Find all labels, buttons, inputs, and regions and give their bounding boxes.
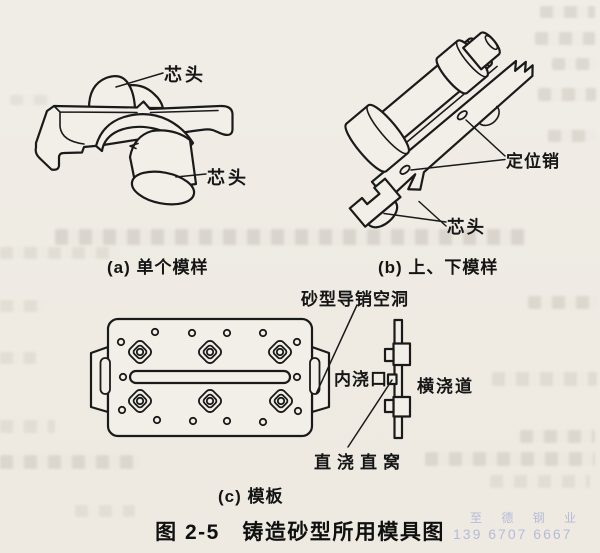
watermark-phone: 139 6707 6667	[453, 526, 573, 542]
caption-panel-c: (c) 模板	[218, 487, 284, 506]
drawing-gating-side-view	[383, 318, 412, 440]
bleed-through-smudge	[10, 95, 50, 105]
bleed-through-smudge	[528, 296, 598, 309]
drawing-upper-lower-patterns	[344, 31, 534, 229]
figure-number: 图 2-5	[155, 521, 220, 544]
watermark-company: 至 德 钢 业	[470, 511, 585, 525]
label-locating-pin: 定位销	[506, 152, 560, 171]
bleed-through-smudge	[492, 372, 597, 386]
caption-panel-a: (a) 单个模样	[107, 258, 209, 277]
label-core-print-b: 芯头	[447, 217, 486, 237]
bleed-through-smudge	[538, 88, 596, 101]
caption-panel-b: (b) 上、下模样	[378, 258, 499, 277]
bleed-through-smudge	[0, 352, 36, 364]
label-sprue-well: 直浇直窝	[314, 453, 406, 472]
bleed-through-smudge	[520, 430, 595, 443]
bleed-through-smudge	[55, 229, 525, 245]
label-core-print-top-a: 芯头	[164, 65, 206, 85]
label-runner: 横浇道	[417, 377, 474, 396]
bleed-through-smudge	[75, 505, 135, 517]
plate-holes	[116, 327, 303, 427]
plate-rosettes	[128, 340, 293, 413]
bleed-through-smudge	[0, 300, 45, 312]
label-ingate: 内浇口	[334, 370, 388, 389]
bleed-through-smudge	[552, 58, 597, 70]
bleed-through-smudge	[548, 130, 596, 142]
drawing-pattern-plate	[89, 304, 412, 448]
bleed-through-smudge	[540, 6, 595, 18]
label-core-print-bottom-a: 芯头	[207, 168, 249, 188]
figure-caption: 图 2-5 铸造砂型所用模具图	[155, 516, 445, 546]
bleed-through-smudge	[535, 32, 595, 45]
bleed-through-smudge	[490, 475, 590, 488]
label-guide-pin-hole: 砂型导销空洞	[301, 290, 409, 309]
figure-title: 铸造砂型所用模具图	[242, 521, 445, 544]
bleed-through-smudge	[0, 247, 120, 259]
bleed-through-smudge	[0, 420, 55, 433]
drawing-single-pattern	[34, 72, 234, 206]
bleed-through-smudge	[425, 452, 595, 466]
bleed-through-smudge	[0, 455, 140, 469]
